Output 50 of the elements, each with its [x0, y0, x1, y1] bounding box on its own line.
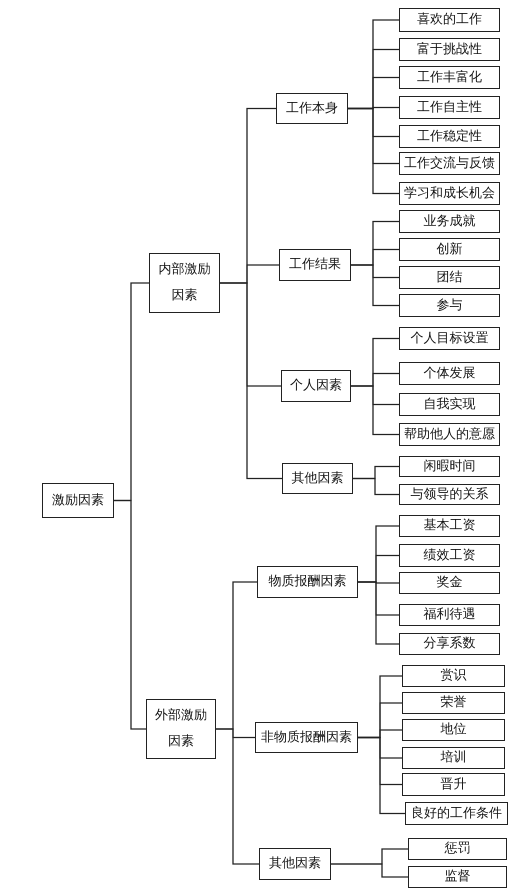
factor-box: 工作稳定性: [399, 125, 500, 148]
factor-box: 创新: [399, 238, 500, 261]
factor-box: 工作丰富化: [399, 66, 500, 89]
category-box: 工作本身: [276, 93, 348, 124]
connector-line: [216, 728, 259, 865]
connector-line: [348, 108, 399, 194]
factor-box: 与领导的关系: [399, 484, 500, 505]
connector-line: [353, 478, 399, 496]
connector-line: [358, 581, 399, 645]
connector-line: [331, 863, 408, 878]
connector-line: [358, 736, 405, 814]
factor-box: 赏识: [402, 665, 505, 687]
factor-box: 个人目标设置: [399, 327, 500, 350]
factor-box: 晋升: [402, 773, 505, 796]
factor-box: 奖金: [399, 572, 500, 594]
factor-box: 培训: [402, 747, 505, 769]
factor-box: 良好的工作条件: [405, 802, 508, 825]
category-box: 非物质报酬因素: [255, 722, 358, 753]
category-box: 个人因素: [281, 370, 351, 402]
factor-box: 团结: [399, 266, 500, 289]
category-box: 外部激励因素: [146, 699, 216, 759]
factor-box: 惩罚: [408, 838, 507, 860]
factor-box: 自我实现: [399, 393, 500, 416]
factor-box: 分享系数: [399, 633, 500, 655]
factor-box: 学习和成长机会: [399, 182, 500, 205]
factor-box: 业务成就: [399, 210, 500, 233]
category-box: 工作结果: [279, 249, 351, 281]
connector-line: [114, 500, 146, 730]
factor-box: 参与: [399, 294, 500, 317]
factor-box: 荣誉: [402, 692, 505, 714]
factor-box: 工作自主性: [399, 96, 500, 119]
factor-box: 富于挑战性: [399, 38, 500, 61]
factor-box: 基本工资: [399, 515, 500, 537]
category-box: 其他因素: [282, 463, 353, 494]
factor-box: 个体发展: [399, 362, 500, 385]
factor-box: 帮助他人的意愿: [399, 423, 500, 446]
category-box: 内部激励因素: [149, 253, 220, 313]
factor-box: 绩效工资: [399, 544, 500, 567]
factor-box: 福利待遇: [399, 604, 500, 626]
connector-line: [220, 282, 282, 480]
category-box: 其他因素: [259, 848, 331, 880]
factor-box: 闲暇时间: [399, 456, 500, 477]
factor-box: 喜欢的工作: [399, 8, 500, 32]
factor-box: 工作交流与反馈: [399, 152, 500, 175]
connector-line: [351, 264, 399, 306]
root-box: 激励因素: [42, 483, 114, 518]
category-box: 物质报酬因素: [257, 566, 358, 598]
factor-box: 监督: [408, 866, 507, 888]
factor-box: 地位: [402, 719, 505, 741]
connector-line: [351, 385, 399, 436]
